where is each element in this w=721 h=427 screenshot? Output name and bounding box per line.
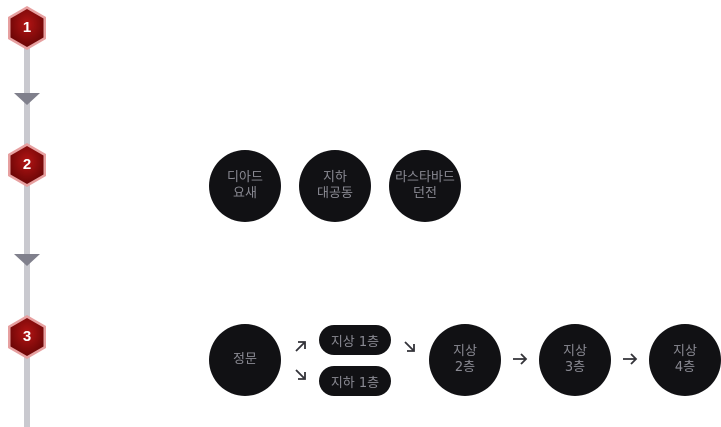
step-3-badge: 3: [4, 314, 50, 360]
chevron-down-icon: [14, 93, 40, 105]
arrow-right-icon: [623, 353, 638, 365]
step-number: 2: [22, 156, 32, 173]
hexagon-icon: [8, 315, 46, 359]
dungeon-node-ground-2[interactable]: 지상 2층: [429, 324, 501, 396]
timeline-line: [24, 40, 30, 427]
dungeon-node-ground-4[interactable]: 지상 4층: [649, 324, 721, 396]
arrow-up-right-icon: [295, 341, 306, 352]
step-number: 3: [22, 328, 32, 345]
dungeon-node-diad-fortress[interactable]: 디아드 요새: [209, 150, 281, 222]
step-1-badge: 1: [4, 5, 50, 51]
floor-pill-basement-1[interactable]: 지하 1층: [319, 366, 391, 396]
dungeon-node-underground-cavern[interactable]: 지하 대공동: [299, 150, 371, 222]
floor-pill-ground-1[interactable]: 지상 1층: [319, 325, 391, 355]
step-number: 1: [22, 19, 32, 36]
arrow-down-right-icon: [295, 369, 306, 380]
hexagon-icon: [8, 143, 46, 187]
chevron-down-icon: [14, 254, 40, 266]
step-2-badge: 2: [4, 142, 50, 188]
dungeon-node-ground-3[interactable]: 지상 3층: [539, 324, 611, 396]
dungeon-node-main-gate[interactable]: 정문: [209, 324, 281, 396]
dungeon-node-rastabad-dungeon[interactable]: 라스타바드 던전: [389, 150, 461, 222]
arrow-down-right-icon: [404, 341, 415, 352]
hexagon-icon: [8, 6, 46, 50]
arrow-right-icon: [513, 353, 528, 365]
